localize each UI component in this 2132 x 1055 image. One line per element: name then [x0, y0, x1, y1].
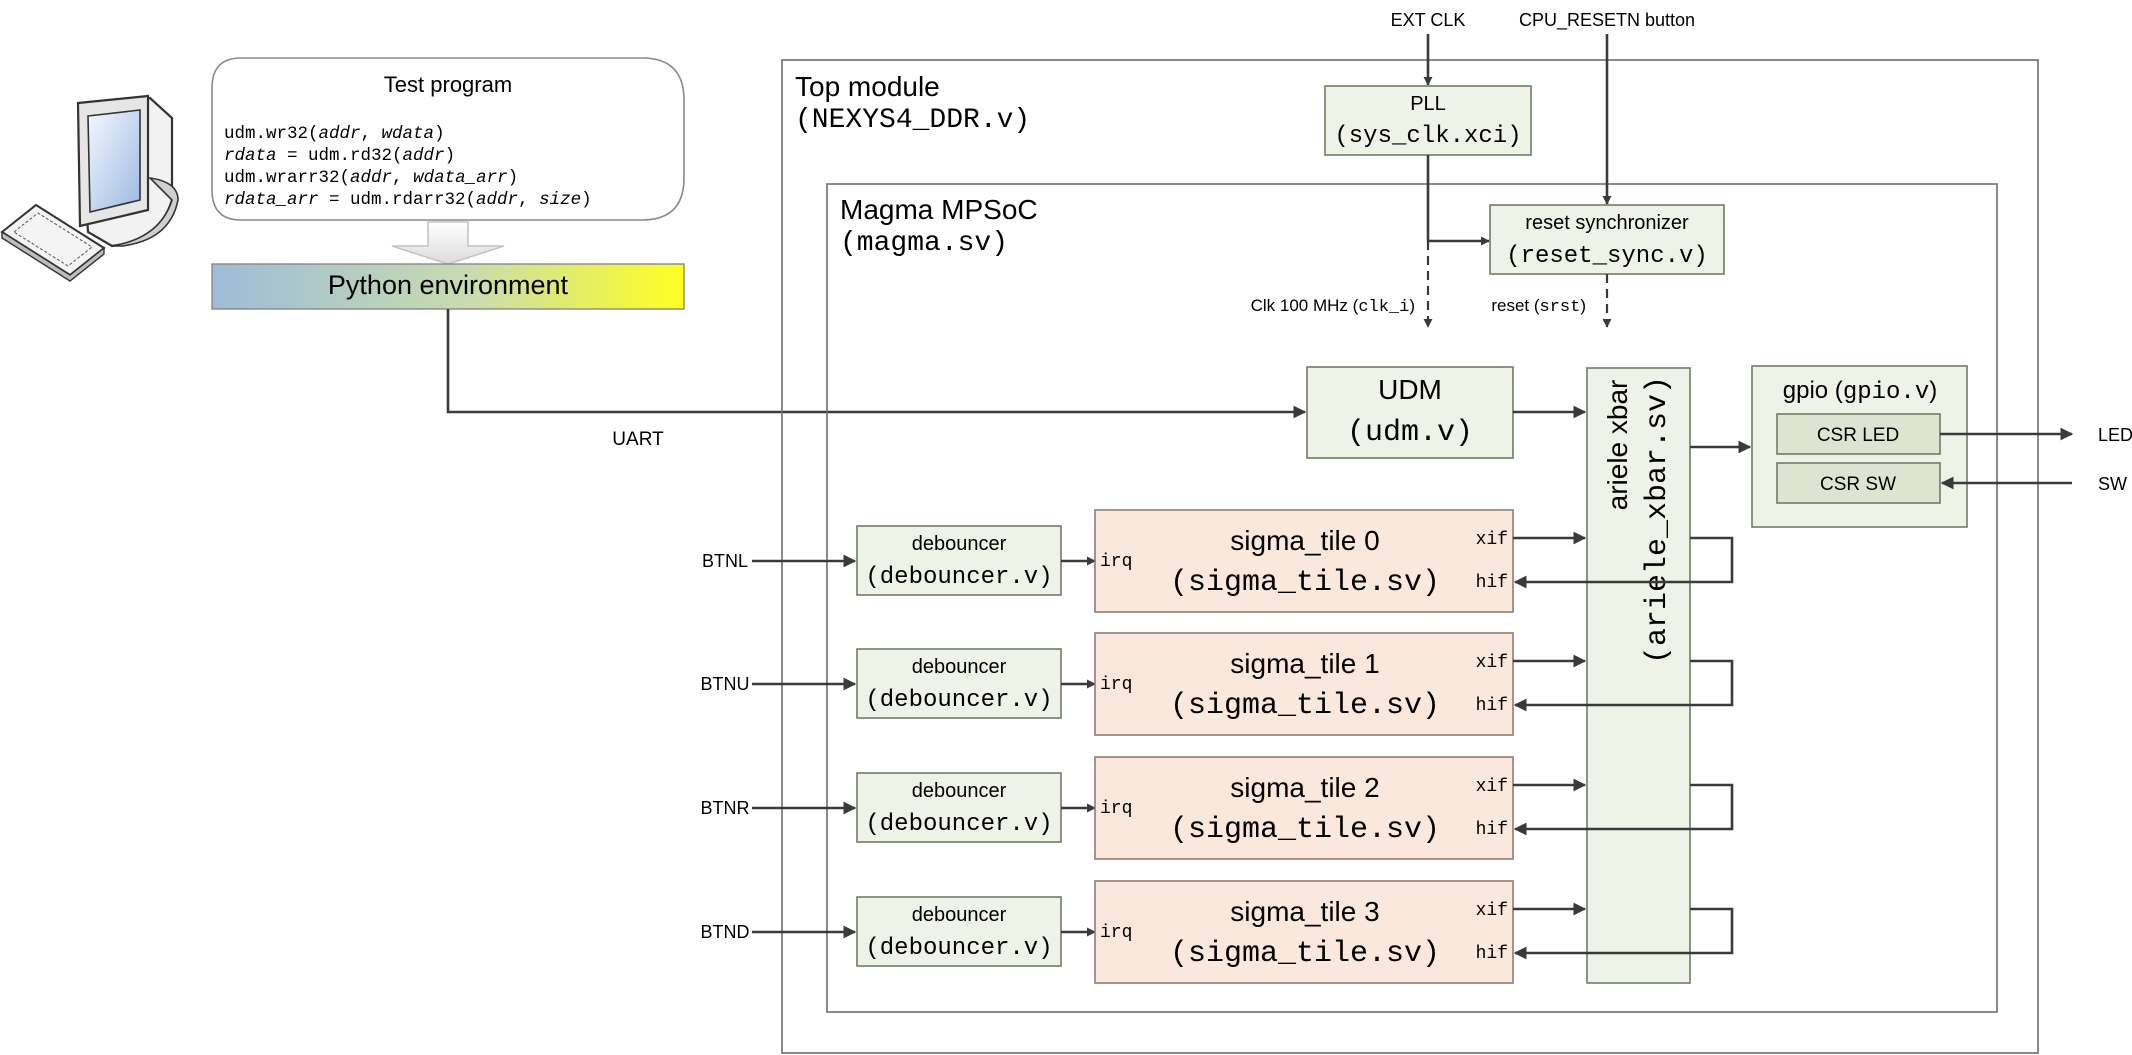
hif-arrow: [1513, 659, 1734, 712]
sigma-tile-title: sigma_tile 2: [1230, 772, 1379, 803]
udm-title: UDM: [1378, 374, 1442, 405]
clk-signal-label: Clk 100 MHz (clk_i): [1251, 296, 1415, 317]
uart-connector: [446, 309, 1307, 419]
debouncer-block: [856, 896, 1062, 967]
uart-label: UART: [612, 429, 664, 450]
tile-row-2: BTNR debouncer (debouncer.v) irq sigma_tile …: [701, 756, 1734, 860]
python-environment-label: Python environment: [328, 270, 569, 300]
sigma-tile-file: (sigma_tile.sv): [1170, 566, 1440, 600]
sigma-tile-block: [1094, 632, 1514, 736]
hif-port-label: hif: [1476, 944, 1508, 964]
sigma-tile-title: sigma_tile 1: [1230, 648, 1379, 679]
irq-port-label: irq: [1100, 675, 1132, 695]
button-label: BTNL: [702, 551, 748, 571]
debouncer-block: [856, 648, 1062, 719]
computer-icon: [0, 94, 179, 282]
csr-led-block: [1776, 413, 1941, 455]
magma-mpsoc-frame: [826, 183, 1998, 1013]
hif-port-label: hif: [1476, 573, 1508, 593]
sigma-tile-file: (sigma_tile.sv): [1170, 937, 1440, 971]
gpio-title: gpio (gpio.v): [1783, 377, 1937, 406]
code-line: rdata_arr = udm.rdarr32(addr, size): [224, 190, 592, 210]
top-module-title: Top module: [795, 71, 940, 102]
hif-port-label: hif: [1476, 696, 1508, 716]
cpu-reset-label: CPU_RESETN button: [1519, 10, 1695, 31]
led-label: LED: [2098, 425, 2132, 445]
reset-signal-label: reset (srst): [1491, 296, 1586, 317]
test-program-code: udm.wr32(addr, wdata)rdata = udm.rd32(ad…: [224, 124, 592, 210]
debouncer-file: (debouncer.v): [865, 564, 1052, 591]
debouncer-file: (debouncer.v): [865, 811, 1052, 838]
reset-synchronizer-block: reset synchronizer (reset_sync.v): [1489, 204, 1725, 275]
hif-port-label: hif: [1476, 820, 1508, 840]
reset-sync-title: reset synchronizer: [1525, 212, 1689, 234]
test-program-box: Test program udm.wr32(addr, wdata)rdata …: [211, 57, 685, 221]
sigma-tile-block: [1094, 880, 1514, 984]
tile-rows: BTNL debouncer (debouncer.v) irq sigma_tile …: [701, 509, 1734, 984]
debouncer-file: (debouncer.v): [865, 687, 1052, 714]
debouncer-title: debouncer: [912, 904, 1007, 926]
hif-arrow: [1513, 536, 1734, 589]
irq-port-label: irq: [1100, 552, 1132, 572]
sigma-tile-block: [1094, 756, 1514, 860]
pll-title: PLL: [1410, 93, 1446, 115]
down-arrow-icon: [391, 221, 505, 265]
sigma-tile-block: [1094, 509, 1514, 613]
debouncer-block: [856, 525, 1062, 596]
pll-block: PLL (sys_clk.xci): [1324, 85, 1532, 156]
ext-clk-label: EXT CLK: [1391, 10, 1466, 30]
debouncer-title: debouncer: [912, 533, 1007, 555]
sigma-tile-file: (sigma_tile.sv): [1170, 813, 1440, 847]
top-module-file: (NEXYS4_DDR.v): [795, 105, 1030, 136]
button-label: BTNR: [701, 798, 750, 818]
tile-row-1: BTNU debouncer (debouncer.v) irq sigma_tile …: [701, 632, 1734, 736]
reset-sync-file: (reset_sync.v): [1506, 243, 1708, 270]
button-label: BTNU: [701, 674, 750, 694]
irq-port-label: irq: [1100, 799, 1132, 819]
xif-port-label: xif: [1476, 777, 1508, 797]
sigma-tile-title: sigma_tile 0: [1230, 525, 1379, 556]
code-line: rdata = udm.rd32(addr): [224, 146, 455, 166]
debouncer-title: debouncer: [912, 656, 1007, 678]
tile-row-0: BTNL debouncer (debouncer.v) irq sigma_tile …: [702, 509, 1734, 613]
hif-arrow: [1513, 783, 1734, 836]
python-environment-box: Python environment: [211, 263, 685, 310]
sigma-tile-title: sigma_tile 3: [1230, 896, 1379, 927]
gpio-block: gpio (gpio.v) CSR LED CSR SW: [1751, 365, 1968, 528]
udm-file: (udm.v): [1347, 416, 1473, 450]
sw-label: SW: [2098, 474, 2127, 494]
xif-port-label: xif: [1476, 530, 1508, 550]
debouncer-block: [856, 772, 1062, 843]
xbar-title: ariele xbar: [1602, 380, 1633, 511]
sigma-tile-file: (sigma_tile.sv): [1170, 689, 1440, 723]
code-line: udm.wrarr32(addr, wdata_arr): [224, 168, 518, 188]
udm-block: UDM (udm.v): [1306, 366, 1514, 459]
debouncer-file: (debouncer.v): [865, 935, 1052, 962]
magma-file: (magma.sv): [840, 228, 1008, 259]
csr-sw-label: CSR SW: [1820, 474, 1896, 495]
xif-port-label: xif: [1476, 901, 1508, 921]
csr-led-label: CSR LED: [1817, 425, 1899, 446]
test-program-title: Test program: [384, 72, 512, 97]
tile-row-3: BTND debouncer (debouncer.v) irq sigma_tile …: [701, 880, 1734, 984]
xif-port-label: xif: [1476, 653, 1508, 673]
xbar-file: (ariele_xbar.sv): [1641, 376, 1675, 664]
debouncer-title: debouncer: [912, 780, 1007, 802]
top-module-frame: [781, 59, 2039, 1054]
button-label: BTND: [701, 922, 750, 942]
ariele-xbar-block: ariele xbar (ariele_xbar.sv): [1586, 367, 1691, 984]
magma-title: Magma MPSoC: [840, 194, 1038, 225]
code-line: udm.wr32(addr, wdata): [224, 124, 445, 144]
csr-sw-block: [1776, 462, 1941, 504]
pll-file: (sys_clk.xci): [1334, 123, 1521, 150]
hif-arrow: [1513, 907, 1734, 960]
irq-port-label: irq: [1100, 923, 1132, 943]
